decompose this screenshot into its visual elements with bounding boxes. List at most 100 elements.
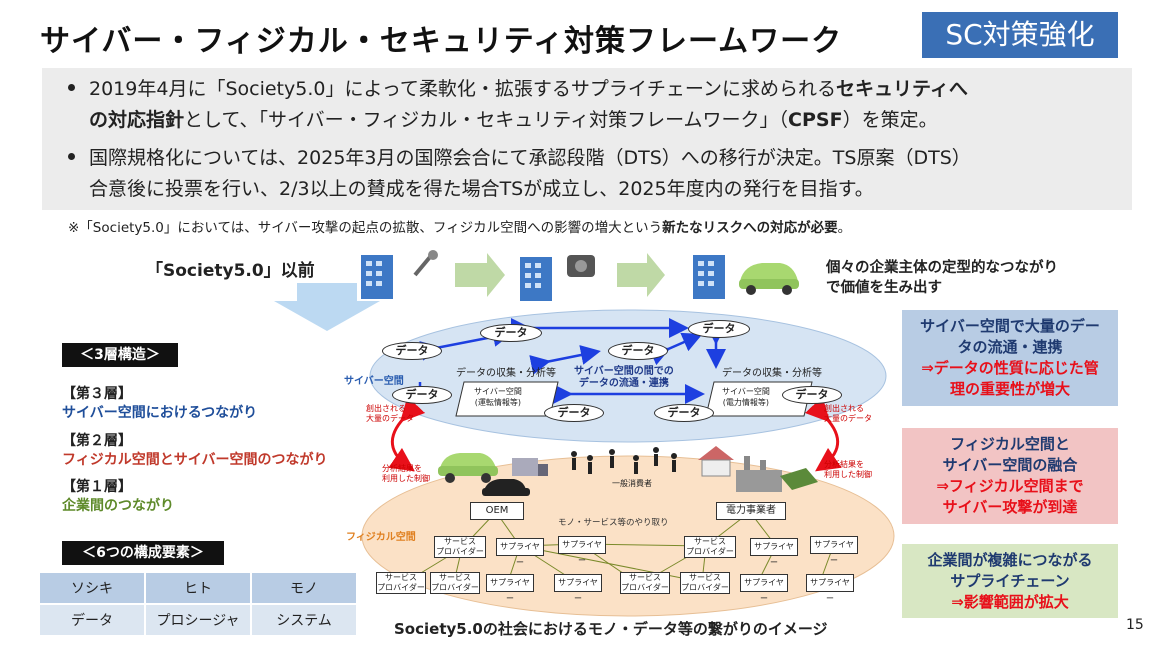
impact-line: サイバー空間で大量のデー (920, 317, 1100, 335)
created-data-right: 創出される 大量のデータ (824, 404, 872, 424)
node-line: サービス (385, 573, 417, 582)
data-node: データ (544, 404, 604, 422)
supplier-node: サプライヤー (496, 538, 544, 567)
service-provider-node: サービスプロバイダー (376, 572, 426, 594)
house-icon (698, 446, 734, 477)
elements-table: ソシキ ヒト モノ データ プロシージャ システム (38, 571, 358, 637)
node-line: プロバイダー (377, 583, 425, 592)
oem-box: OEM (470, 502, 524, 520)
node-line: プロバイダー (681, 583, 729, 592)
truck-icon (512, 458, 548, 476)
service-provider-node: サービスプロバイダー (680, 572, 730, 594)
supplier-node: サプライヤー (740, 574, 788, 603)
engine-icon (567, 255, 595, 277)
page-title: サイバー・フィジカル・セキュリティ対策フレームワーク (40, 24, 843, 59)
bullet-bold: CPSF (788, 109, 843, 131)
node-line: プロバイダー (436, 547, 484, 556)
diagram-caption: Society5.0の社会におけるモノ・データ等の繋がりのイメージ (394, 620, 828, 638)
created-data-left: 創出される 大量のデータ (366, 404, 414, 424)
collect-label-1: データの収集・分析等 (456, 368, 556, 379)
solar-panel-icon (780, 468, 818, 490)
note-text: ※「Society5.0」においては、サイバー攻撃の起点の拡散、フィジカル空間へ… (68, 220, 663, 236)
power-company-box: 電力事業者 (716, 502, 786, 520)
table-cell: モノ (250, 571, 358, 605)
control-line: 利用した制御 (824, 470, 872, 479)
building-icon (361, 255, 393, 299)
impact-box-cyber: サイバー空間で大量のデー タの流通・連携 ⇒データの性質に応じた管 理の重要性が… (902, 310, 1118, 406)
exchange-label: モノ・サービス等のやり取り (558, 518, 669, 528)
impact-red: ⇒データの性質に応じた管 (921, 359, 1099, 377)
data-node: データ (688, 320, 750, 338)
supplier-node: サプライヤー (750, 538, 798, 567)
supplier-node: サプライヤー (554, 574, 602, 603)
table-cell: システム (250, 603, 358, 637)
created-line: 創出される (366, 404, 406, 413)
service-provider-node: サービスプロバイダー (620, 572, 670, 594)
impact-box-fusion: フィジカル空間と サイバー空間の融合 ⇒フィジカル空間まで サイバー攻撃が到達 (902, 428, 1118, 524)
table-row: ソシキ ヒト モノ (38, 571, 358, 605)
bullet-dot-icon (68, 153, 75, 160)
bullet-bold: セキュリティへ (835, 78, 968, 100)
sc-badge: SC対策強化 (922, 12, 1118, 58)
impact-red: ⇒フィジカル空間まで (936, 477, 1084, 495)
factory-icon (736, 456, 782, 492)
supplier-node: サプライヤー (486, 574, 534, 603)
flow-label: サイバー空間の間での データの流通・連携 (574, 366, 674, 390)
bullet-text: として、「サイバー・フィジカル・セキュリティ対策フレームワーク」（ (184, 109, 789, 131)
layer-2: 【第２層】 フィジカル空間とサイバー空間のつながり (62, 432, 327, 470)
control-left: 分析結果を 利用した制御 (382, 464, 430, 484)
elements-heading: ＜6つの構成要素＞ (62, 541, 224, 565)
layer-tag: 【第２層】 (62, 433, 132, 449)
bullet-dot-icon (68, 84, 75, 91)
bullet-text: 国際規格化については、2025年3月の国際会合にて承認段階（DTS）への移行が決… (89, 147, 971, 169)
cyber-space-label: サイバー空間 (344, 376, 404, 387)
before-desc-line: 個々の企業主体の定型的なつながり (826, 260, 1058, 276)
summary-box: 2019年4月に「Society5.0」によって柔軟化・拡張するサプライチェーン… (42, 68, 1132, 210)
cyber-box-2: サイバー空間 (電力情報等) (722, 386, 770, 408)
society-diagram: データ データ データ データ データ データ データ データ サイバー空間 デ… (336, 300, 896, 620)
flow-line: データの流通・連携 (578, 378, 669, 389)
service-provider-node: サービスプロバイダー (684, 536, 736, 558)
before-desc: 個々の企業主体の定型的なつながり で価値を生み出す (826, 258, 1058, 298)
impact-line: サイバー空間の融合 (942, 456, 1078, 474)
layer-1: 【第１層】 企業間のつながり (62, 478, 174, 516)
car-icon (482, 479, 530, 496)
layer-desc: サイバー空間におけるつながり (62, 405, 258, 421)
cyber-box-1: サイバー空間 (運転情報等) (474, 386, 522, 408)
created-line: 大量のデータ (824, 414, 872, 423)
cyber-box-line: サイバー空間 (474, 387, 522, 396)
bullet-text: ）を策定。 (842, 109, 938, 131)
table-cell: ソシキ (38, 571, 146, 605)
service-provider-node: サービスプロバイダー (430, 572, 480, 594)
people-icons (571, 447, 677, 474)
data-node: データ (654, 404, 714, 422)
impact-red: 理の重要性が増大 (949, 380, 1070, 398)
arrow-right-icon (617, 253, 665, 297)
table-cell: ヒト (144, 571, 252, 605)
impact-line: サプライチェーン (950, 572, 1070, 590)
arrow-right-icon (455, 253, 505, 297)
note-bold: 新たなリスクへの対応が必要 (662, 220, 838, 236)
data-node: データ (608, 342, 668, 360)
page-number: 15 (1126, 617, 1144, 633)
bullet-2-line-1: 国際規格化については、2025年3月の国際会合にて承認段階（DTS）への移行が決… (68, 143, 971, 174)
layer-desc: 企業間のつながり (62, 498, 174, 514)
data-node: データ (480, 324, 542, 342)
supplier-node: サプライヤー (806, 574, 854, 603)
table-cell: データ (38, 603, 146, 637)
impact-line: 企業間が複雑につながる (927, 551, 1093, 569)
collect-label-2: データの収集・分析等 (722, 368, 822, 379)
note-text: 。 (837, 220, 852, 236)
note: ※「Society5.0」においては、サイバー攻撃の起点の拡散、フィジカル空間へ… (68, 216, 851, 236)
table-cell: プロシージャ (144, 603, 252, 637)
impact-line: フィジカル空間と (950, 435, 1070, 453)
control-line: 分析結果を (382, 464, 422, 473)
node-line: サービス (439, 573, 471, 582)
before-label: 「Society5.0」以前 (146, 261, 315, 281)
building-icon (520, 257, 552, 301)
cyber-box-line: サイバー空間 (722, 387, 770, 396)
impact-red: ⇒影響範囲が拡大 (951, 593, 1069, 611)
bullet-bold: の対応指針 (89, 109, 185, 131)
created-line: 創出される (824, 404, 864, 413)
node-line: プロバイダー (431, 583, 479, 592)
